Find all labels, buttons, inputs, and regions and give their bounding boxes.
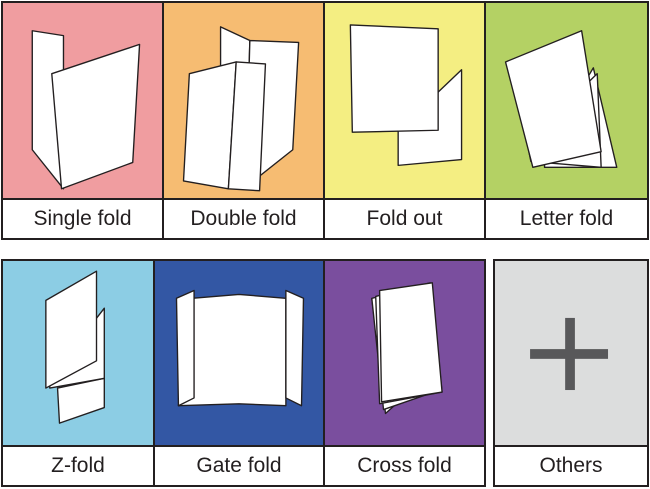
card-label: Others: [539, 454, 603, 477]
z-fold-art: [3, 261, 153, 447]
card-others[interactable]: Others: [493, 259, 649, 487]
card-gate-fold[interactable]: Gate fold: [153, 259, 325, 487]
letter-fold-art: [486, 3, 647, 200]
card-label: Cross fold: [357, 454, 452, 477]
double-fold-art: [164, 3, 323, 200]
gate-fold-art: [155, 261, 323, 447]
gate-fold-icon: [175, 289, 305, 407]
plus-icon: [530, 317, 609, 391]
card-label: Z-fold: [51, 454, 105, 477]
card-label: Single fold: [33, 207, 132, 230]
card-fold-out[interactable]: Fold out: [323, 1, 486, 240]
card-z-fold[interactable]: Z-fold: [1, 259, 155, 487]
cross-fold-art: [325, 261, 484, 447]
single-fold-art: [3, 3, 162, 200]
double-fold-icon: [182, 26, 300, 192]
card-letter-fold[interactable]: Letter fold: [484, 1, 649, 240]
card-label: Letter fold: [519, 207, 614, 230]
single-fold-icon: [31, 30, 141, 190]
card-double-fold[interactable]: Double fold: [162, 1, 325, 240]
card-single-fold[interactable]: Single fold: [1, 1, 164, 240]
fold-out-icon: [349, 24, 463, 167]
card-label: Fold out: [366, 207, 443, 230]
others-art: [495, 261, 647, 447]
cross-fold-icon: [371, 282, 443, 415]
fold-out-art: [325, 3, 484, 200]
card-label: Double fold: [190, 207, 297, 230]
card-label: Gate fold: [196, 454, 282, 477]
card-cross-fold[interactable]: Cross fold: [323, 259, 486, 487]
letter-fold-icon: [504, 30, 618, 169]
z-fold-icon: [45, 270, 105, 424]
